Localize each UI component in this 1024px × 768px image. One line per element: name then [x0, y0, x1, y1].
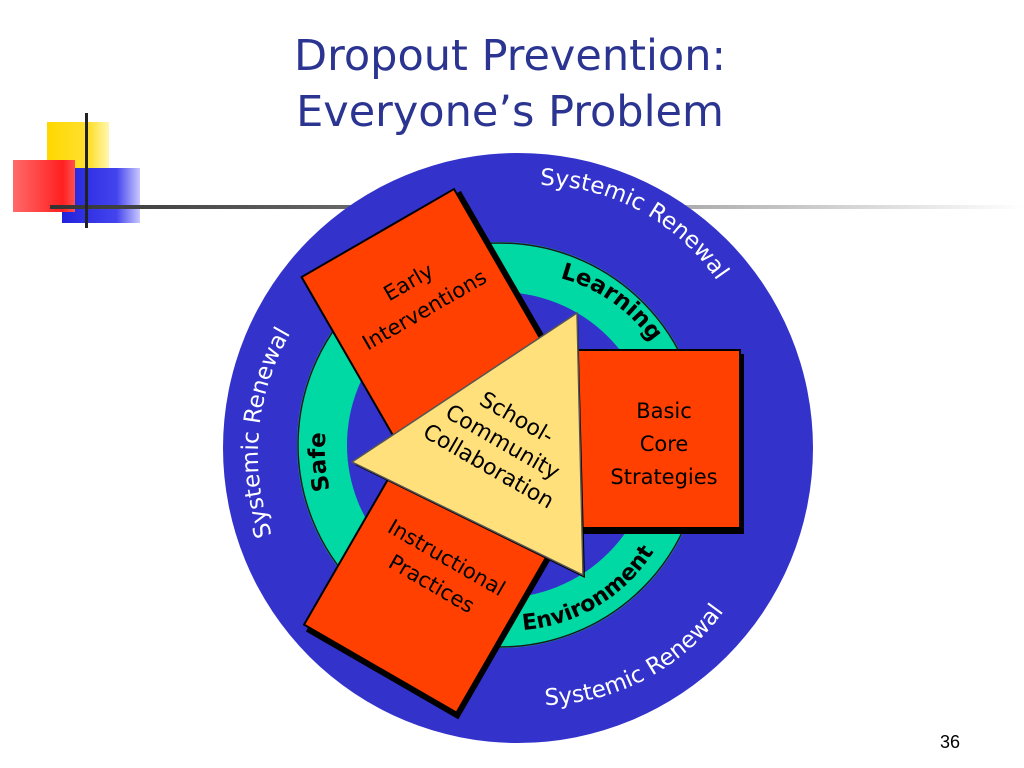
- vertical-line: [85, 113, 88, 228]
- title-line-2: Everyone’s Problem: [296, 87, 724, 137]
- page-number: 36: [939, 732, 961, 752]
- basic-core-strategies-box: Basic Core Strategies: [559, 349, 744, 534]
- title-line-1: Dropout Prevention:: [294, 31, 726, 81]
- basic-core-line-3: Strategies: [610, 465, 717, 489]
- red-square: [13, 160, 75, 212]
- safe-label: Safe: [305, 432, 336, 495]
- basic-core-line-1: Basic: [636, 399, 692, 423]
- basic-core-line-2: Core: [640, 432, 689, 456]
- slide-title: Dropout Prevention: Everyone’s Problem: [200, 28, 820, 140]
- school-community-triangle: School- Community Collaboration: [350, 311, 585, 578]
